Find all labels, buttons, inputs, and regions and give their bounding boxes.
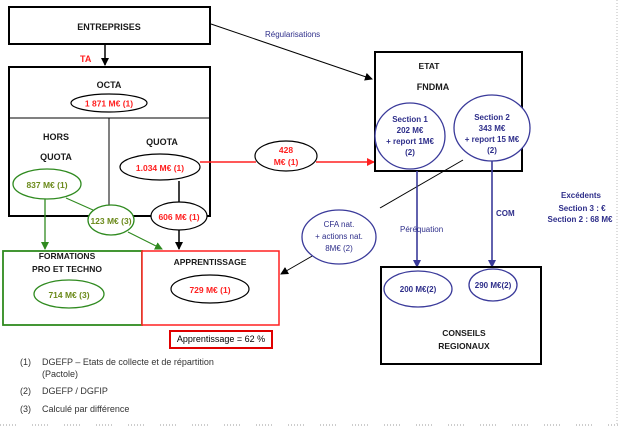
section1-amount: 202 M€: [397, 126, 424, 135]
section2-title: Section 2: [474, 113, 510, 122]
footnote-1-cont: (Pactole): [42, 369, 79, 379]
footnote-1: (1) DGEFP – Etats de collecte et de répar…: [20, 357, 214, 367]
section2-amount: 343 M€: [479, 124, 506, 133]
formations-label-1: FORMATIONS: [39, 251, 96, 261]
footnote-3: (3) Calculé par différence: [20, 404, 129, 414]
fndma-section-2: Section 2 343 M€ + report 15 M€ (2): [453, 94, 531, 162]
label-regularisations: Régularisations: [265, 30, 320, 39]
entreprises-label: ENTREPRISES: [77, 22, 141, 32]
cfa-line2: + actions nat.: [315, 232, 363, 241]
edge-regularisations: [210, 23, 373, 81]
footnote-3-num: (3): [20, 404, 31, 414]
excedents-line1: Section 3 : €: [558, 204, 606, 213]
fndma-section-1: Section 1 202 M€ + report 1M€ (2): [374, 102, 446, 170]
section2-report: + report 15 M€: [465, 135, 520, 144]
apprentissage-label: APPRENTISSAGE: [174, 257, 247, 267]
fndma-label: FNDMA: [417, 82, 450, 92]
transfer-606-amount: 606 M€ (1): [158, 212, 199, 222]
apprentissage-amount: 729 M€ (1): [189, 285, 230, 295]
excedents-note: Excédents Section 3 : € Section 2 : 68 M…: [548, 191, 613, 224]
hors-quota-amount-ellipse: [12, 168, 82, 200]
footnote-1-num: (1): [20, 357, 31, 367]
transfer-123-amount: 123 M€ (3): [90, 216, 131, 226]
hors-quota-label-2: QUOTA: [40, 152, 72, 162]
section2-source: (2): [487, 146, 497, 155]
label-perequation: Péréquation: [400, 225, 443, 234]
apprentissage-ratio: Apprentissage = 62 %: [169, 330, 273, 349]
conseils-label-2: REGIONAUX: [438, 341, 490, 351]
formations-amount-ellipse: [33, 279, 105, 309]
hors-quota-amount: 837 M€ (1): [26, 180, 67, 190]
hors-quota-label-1: HORS: [43, 132, 69, 142]
section1-source: (2): [405, 148, 415, 157]
conseils-amount2-ellipse: [468, 268, 518, 302]
node-entreprises: ENTREPRISES: [8, 6, 211, 45]
label-com: COM: [496, 209, 515, 218]
edge-123-top: [65, 197, 94, 211]
transfer-123-ellipse: [87, 204, 135, 236]
label-ta: TA: [80, 54, 92, 64]
node-formations: FORMATIONS PRO ET TECHNO 714 M€ (3): [2, 250, 143, 326]
octa-label: OCTA: [97, 80, 122, 90]
footnote-2: (2) DGEFP / DGFIP: [20, 386, 108, 396]
quota-amount-ellipse: [119, 153, 201, 181]
transfer-428-line1: 428: [279, 145, 293, 155]
transfer-428-line2: M€ (1): [274, 157, 299, 167]
quota-label: QUOTA: [146, 137, 178, 147]
etat-label: ETAT: [419, 61, 441, 71]
conseils-amount1: 200 M€(2): [400, 285, 437, 294]
transfer-606-ellipse: [150, 201, 208, 231]
cfa-line3: 8M€ (2): [325, 244, 353, 253]
conseils-label-1: CONSEILS: [442, 328, 486, 338]
excedents-title: Excédents: [561, 191, 602, 200]
footnote-2-text: DGEFP / DGFIP: [42, 386, 108, 396]
edge-cfa-top: [379, 159, 464, 209]
section1-report: + report 1M€: [386, 137, 434, 146]
conseils-amount1-ellipse: [383, 270, 453, 308]
edge-cfa-bottom: [280, 254, 315, 275]
apprentissage-amount-ellipse: [170, 274, 250, 304]
section1-title: Section 1: [392, 115, 428, 124]
node-apprentissage: APPRENTISSAGE 729 M€ (1): [141, 250, 280, 326]
octa-amount-ellipse: [70, 93, 148, 113]
node-conseils-regionaux: 200 M€(2) 290 M€(2) CONSEILS REGIONAUX: [380, 266, 542, 365]
cfa-line1: CFA nat.: [324, 220, 355, 229]
octa-amount: 1 871 M€ (1): [85, 99, 133, 109]
transfer-428-ellipse: [254, 140, 318, 172]
edge-123-bottom: [127, 231, 163, 250]
conseils-amount2: 290 M€(2): [475, 281, 512, 290]
cfa-ellipse: [301, 209, 377, 265]
excedents-line2: Section 2 : 68 M€: [548, 215, 613, 224]
footnote-3-text: Calculé par différence: [42, 404, 130, 414]
formations-amount: 714 M€ (3): [48, 290, 89, 300]
footnote-1-text: DGEFP – Etats de collecte et de répartit…: [42, 357, 214, 367]
quota-amount: 1.034 M€ (1): [136, 163, 184, 173]
formations-label-2: PRO ET TECHNO: [32, 264, 102, 274]
footnote-2-num: (2): [20, 386, 31, 396]
